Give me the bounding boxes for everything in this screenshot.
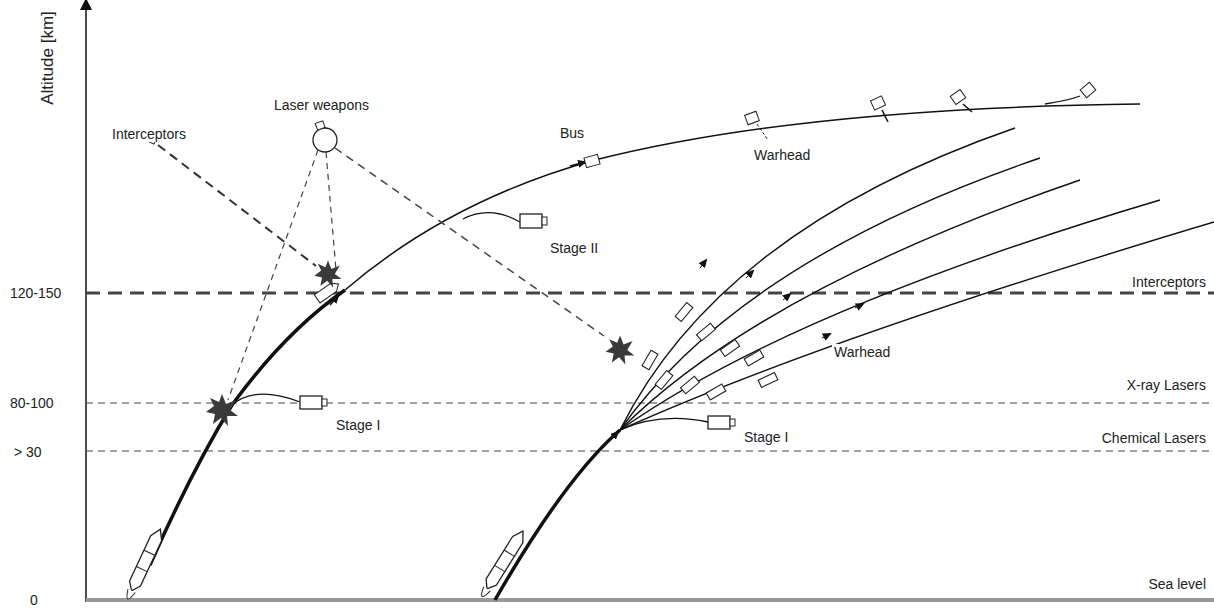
weapon-label: Interceptors — [110, 126, 188, 142]
altitude-value: 80-100 — [8, 395, 56, 411]
part-label: Stage II — [548, 240, 600, 256]
part-label: Stage I — [334, 417, 382, 433]
band-label: Chemical Lasers — [1100, 430, 1208, 446]
part-label: Bus — [558, 125, 586, 141]
part-label: Warhead — [752, 147, 812, 163]
altitude-value: > 30 — [12, 444, 44, 460]
part-label: Warhead — [832, 344, 892, 360]
altitude-value: 120-150 — [8, 285, 63, 301]
band-label: X-ray Lasers — [1125, 377, 1208, 393]
axis-title: Altitude [km] — [40, 9, 56, 107]
band-label: Sea level — [1146, 576, 1208, 592]
band-label: Interceptors — [1130, 274, 1208, 290]
altitude-value: 0 — [28, 592, 40, 608]
part-label: Stage I — [742, 429, 790, 445]
weapon-label: Laser weapons — [272, 97, 371, 113]
